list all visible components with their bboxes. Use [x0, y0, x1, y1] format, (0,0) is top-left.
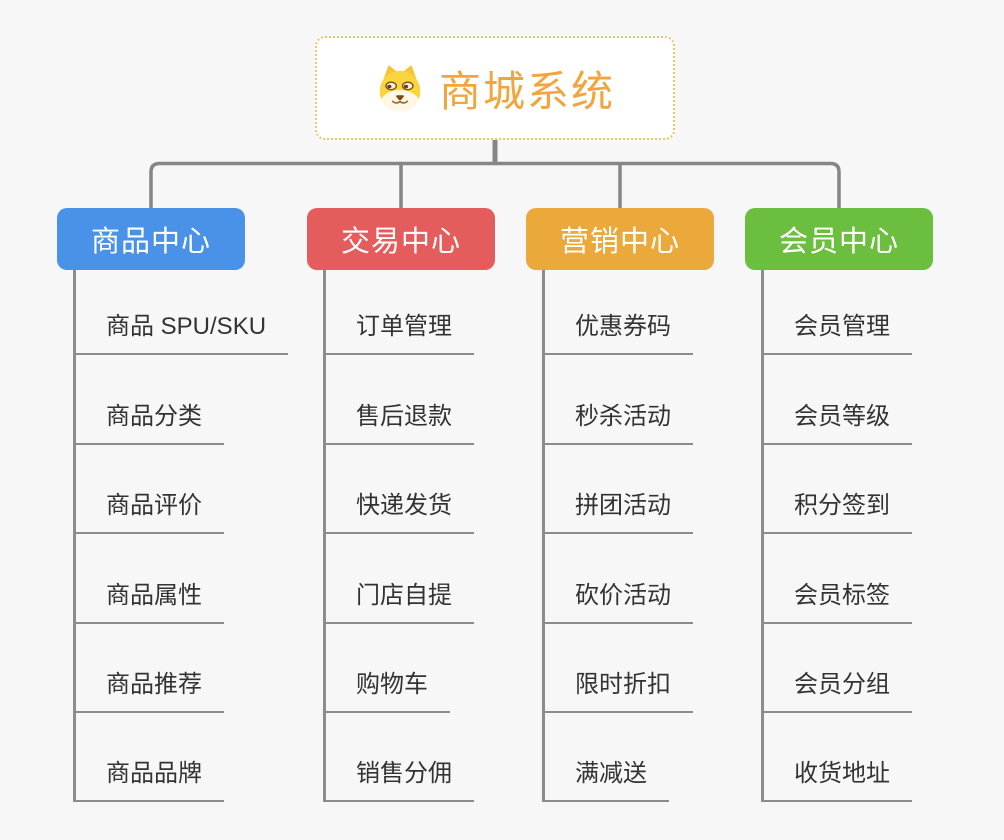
leaf-topic[interactable]: 积分签到 — [764, 490, 912, 534]
leaf-topic[interactable]: 秒杀活动 — [545, 401, 693, 445]
leaf-topic[interactable]: 会员等级 — [764, 401, 912, 445]
branch-topic-trade-center[interactable]: 交易中心 — [307, 208, 495, 270]
leaf-topic[interactable]: 购物车 — [326, 669, 450, 713]
leaf-topic[interactable]: 优惠券码 — [545, 311, 693, 355]
leaf-topic[interactable]: 门店自提 — [326, 580, 474, 624]
leaf-topic[interactable]: 限时折扣 — [545, 669, 693, 713]
leaf-topic[interactable]: 售后退款 — [326, 401, 474, 445]
branch-children-product-center: 商品 SPU/SKU 商品分类 商品评价 商品属性 商品推荐 商品品牌 — [73, 270, 306, 802]
leaf-topic[interactable]: 商品 SPU/SKU — [76, 311, 289, 355]
leaf-topic[interactable]: 商品推荐 — [76, 669, 224, 713]
leaf-topic[interactable]: 商品属性 — [76, 580, 224, 624]
branch-label: 交易中心 — [340, 226, 461, 258]
branch-topic-marketing-center[interactable]: 营销中心 — [526, 208, 714, 270]
leaf-topic[interactable]: 会员标签 — [764, 580, 912, 624]
branch-children-trade-center: 订单管理 售后退款 快递发货 门店自提 购物车 销售分佣 — [323, 270, 556, 802]
root-title: 商城系统 — [438, 67, 615, 115]
leaf-topic[interactable]: 拼团活动 — [545, 490, 693, 534]
leaf-topic[interactable]: 订单管理 — [326, 311, 474, 355]
branch-topic-member-center[interactable]: 会员中心 — [745, 208, 933, 270]
leaf-topic[interactable]: 会员分组 — [764, 669, 912, 713]
leaf-topic[interactable]: 满减送 — [545, 758, 669, 802]
branch-topic-product-center[interactable]: 商品中心 — [57, 208, 245, 270]
branch-children-marketing-center: 优惠券码 秒杀活动 拼团活动 砍价活动 限时折扣 满减送 — [542, 270, 775, 802]
leaf-topic[interactable]: 快递发货 — [326, 490, 474, 534]
leaf-topic[interactable]: 会员管理 — [764, 311, 912, 355]
leaf-topic[interactable]: 商品品牌 — [76, 758, 224, 802]
leaf-topic[interactable]: 商品评价 — [76, 490, 224, 534]
branch-label: 营销中心 — [559, 226, 680, 258]
leaf-topic[interactable]: 收货地址 — [764, 758, 912, 802]
leaf-topic[interactable]: 销售分佣 — [326, 758, 474, 802]
branch-label: 会员中心 — [778, 226, 899, 258]
root-topic[interactable]: 商城系统 — [315, 36, 675, 140]
dog-face-icon — [379, 65, 421, 112]
leaf-topic[interactable]: 商品分类 — [76, 401, 224, 445]
leaf-topic[interactable]: 砍价活动 — [545, 580, 693, 624]
branch-label: 商品中心 — [90, 226, 211, 258]
branch-children-member-center: 会员管理 会员等级 积分签到 会员标签 会员分组 收货地址 — [761, 270, 994, 802]
